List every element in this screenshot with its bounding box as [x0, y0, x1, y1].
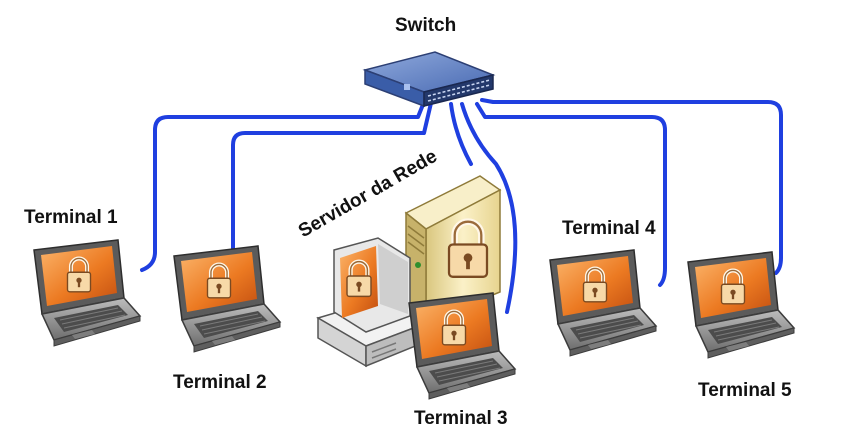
server-tower-icon — [404, 175, 502, 324]
terminal-3-label: Terminal 3 — [414, 408, 508, 429]
cable-terminal-5 — [480, 98, 783, 275]
cable-terminal-1 — [140, 100, 426, 272]
terminal-5-label: Terminal 5 — [698, 380, 792, 401]
terminal-4-label: Terminal 4 — [562, 218, 656, 239]
cable-server — [449, 102, 473, 166]
cable-terminal-4 — [475, 102, 667, 287]
terminal-1-label: Terminal 1 — [24, 207, 118, 228]
terminal-2-label: Terminal 2 — [173, 372, 267, 393]
laptop-icon-terminal-3 — [409, 293, 515, 399]
laptop-icon-terminal-1 — [34, 240, 140, 346]
switch-label: Switch — [395, 15, 457, 36]
laptop-icon-terminal-2 — [174, 246, 280, 352]
laptop-icon-terminal-4 — [550, 250, 656, 356]
cable-terminal-2 — [231, 101, 433, 252]
cable-terminal-3 — [460, 102, 518, 314]
network-switch-icon — [362, 51, 496, 108]
